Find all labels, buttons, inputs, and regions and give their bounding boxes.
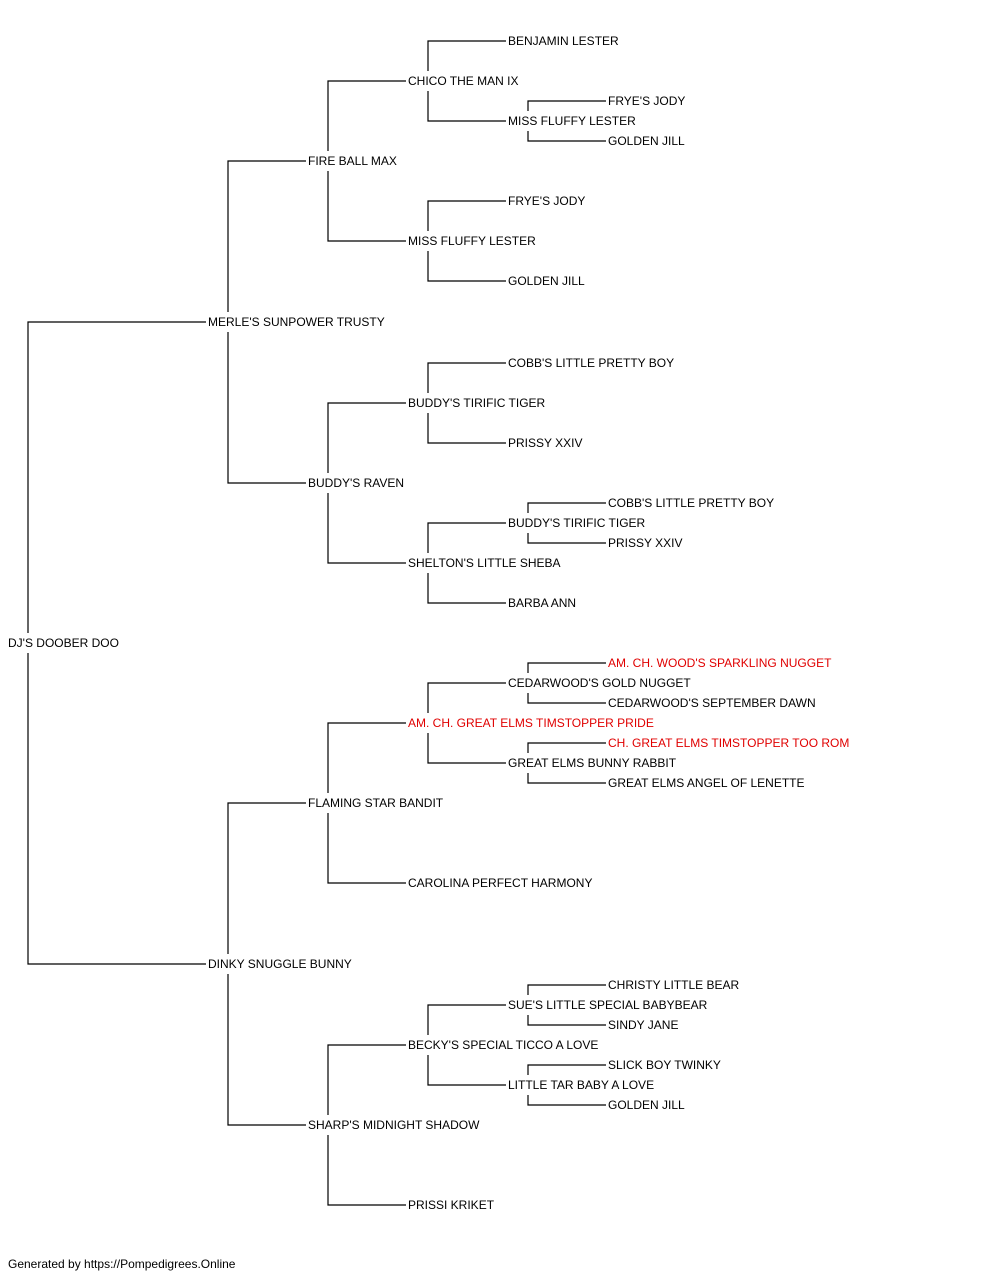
connector-dam- xyxy=(27,653,206,965)
connector-dam-sire xyxy=(227,332,306,484)
pedigree-name-sire-sire-sire-sire: BENJAMIN LESTER xyxy=(508,34,619,48)
connector-sire-dam-sire-sire xyxy=(427,682,506,713)
connector-sire-dam-sire-sire-sire xyxy=(527,662,606,673)
connector-sire-sire xyxy=(227,160,306,312)
connector-dam-sire-sire-dam xyxy=(427,251,506,282)
pedigree-name-sire-dam-sire-sire: COBB'S LITTLE PRETTY BOY xyxy=(508,356,674,370)
connector-sire-sire-dam xyxy=(327,402,406,473)
pedigree-name-dam-dam-sire: BECKY'S SPECIAL TICCO A LOVE xyxy=(408,1038,598,1052)
connector-sire-dam-dam xyxy=(327,1044,406,1115)
connector-sire-dam-sire-sire-dam xyxy=(527,742,606,753)
pedigree-name-: DJ'S DOOBER DOO xyxy=(8,636,119,650)
pedigree-name-sire-dam-sire-dam: PRISSY XXIV xyxy=(508,436,582,450)
pedigree-name-sire-dam-dam-dam: BARBA ANN xyxy=(508,596,576,610)
pedigree-name-dam-sire-sire-sire-dam: CEDARWOOD'S SEPTEMBER DAWN xyxy=(608,696,816,710)
pedigree-name-sire: MERLE'S SUNPOWER TRUSTY xyxy=(208,315,385,329)
pedigree-name-sire-sire-sire-dam-sire: FRYE'S JODY xyxy=(608,94,685,108)
pedigree-name-dam: DINKY SNUGGLE BUNNY xyxy=(208,957,352,971)
connector-dam-dam-dam xyxy=(327,1135,406,1206)
pedigree-name-sire-sire: FIRE BALL MAX xyxy=(308,154,397,168)
pedigree-name-dam-sire-sire-sire-sire: AM. CH. WOOD'S SPARKLING NUGGET xyxy=(608,656,832,670)
footer-credit: Generated by https://Pompedigrees.Online xyxy=(8,1257,236,1271)
connector-sire- xyxy=(27,321,206,633)
pedigree-name-sire-dam-dam-sire: BUDDY'S TIRIFIC TIGER xyxy=(508,516,646,530)
pedigree-name-dam-dam-sire-sire-sire: CHRISTY LITTLE BEAR xyxy=(608,978,739,992)
connector-sire-sire-sire-sire-dam xyxy=(527,100,606,111)
connector-dam-dam-dam-sire xyxy=(427,1055,506,1086)
connector-sire-sire-dam-dam-sire xyxy=(527,502,606,513)
connector-dam-sire-sire-sire xyxy=(427,91,506,122)
pedigree-name-sire-dam-dam: SHELTON'S LITTLE SHEBA xyxy=(408,556,561,570)
pedigree-name-dam-dam-sire-dam-sire: SLICK BOY TWINKY xyxy=(608,1058,721,1072)
connector-dam-dam-sire-sire-sire xyxy=(527,693,606,704)
connector-dam-sire-dam-dam xyxy=(427,573,506,604)
connector-sire-dam-dam-sire-sire xyxy=(527,984,606,995)
connector-dam-sire-dam-sire xyxy=(427,413,506,444)
connector-sire-sire-sire xyxy=(327,80,406,151)
pedigree-name-sire-sire-sire-dam-dam: GOLDEN JILL xyxy=(608,134,685,148)
connector-dam-dam-sire-sire-dam xyxy=(527,773,606,784)
connector-dam-dam-dam-sire-dam xyxy=(527,1095,606,1106)
pedigree-name-sire-dam-dam-sire-sire: COBB'S LITTLE PRETTY BOY xyxy=(608,496,774,510)
pedigree-name-dam-sire: FLAMING STAR BANDIT xyxy=(308,796,444,810)
connector-sire-dam xyxy=(227,802,306,954)
connector-sire-sire-sire-sire xyxy=(427,40,506,71)
connector-dam-dam-sire-sire xyxy=(427,733,506,764)
pedigree-name-sire-sire-dam: MISS FLUFFY LESTER xyxy=(408,234,536,248)
pedigree-name-sire-sire-dam-sire: FRYE'S JODY xyxy=(508,194,585,208)
connector-sire-dam-dam-sire-dam xyxy=(527,1064,606,1075)
pedigree-name-dam-sire-sire-sire: CEDARWOOD'S GOLD NUGGET xyxy=(508,676,691,690)
pedigree-name-dam-dam-sire-dam: LITTLE TAR BABY A LOVE xyxy=(508,1078,654,1092)
pedigree-name-dam-dam: SHARP'S MIDNIGHT SHADOW xyxy=(308,1118,480,1132)
pedigree-name-sire-dam-dam-sire-dam: PRISSY XXIV xyxy=(608,536,682,550)
connector-dam-sire-dam-dam-sire xyxy=(527,533,606,544)
connector-dam-sire-sire-sire-dam xyxy=(527,131,606,142)
pedigree-name-sire-sire-dam-dam: GOLDEN JILL xyxy=(508,274,585,288)
pedigree-name-dam-sire-dam: CAROLINA PERFECT HARMONY xyxy=(408,876,592,890)
connector-dam-dam-sire xyxy=(327,813,406,884)
pedigree-name-dam-sire-sire: AM. CH. GREAT ELMS TIMSTOPPER PRIDE xyxy=(408,716,654,730)
connector-dam-sire-sire xyxy=(327,171,406,242)
pedigree-name-dam-dam-sire-sire: SUE'S LITTLE SPECIAL BABYBEAR xyxy=(508,998,708,1012)
pedigree-name-sire-dam-sire: BUDDY'S TIRIFIC TIGER xyxy=(408,396,546,410)
pedigree-name-sire-sire-sire: CHICO THE MAN IX xyxy=(408,74,518,88)
pedigree-name-dam-dam-sire-sire-dam: SINDY JANE xyxy=(608,1018,678,1032)
pedigree-name-sire-dam: BUDDY'S RAVEN xyxy=(308,476,404,490)
connector-sire-dam-dam-sire xyxy=(427,1004,506,1035)
connector-sire-sire-dam-sire xyxy=(427,362,506,393)
connector-sire-sire-dam-dam xyxy=(427,522,506,553)
connector-dam-dam xyxy=(227,974,306,1126)
pedigree-name-sire-sire-sire-dam: MISS FLUFFY LESTER xyxy=(508,114,636,128)
pedigree-name-dam-sire-sire-dam-dam: GREAT ELMS ANGEL OF LENETTE xyxy=(608,776,805,790)
connector-sire-sire-sire-dam xyxy=(427,200,506,231)
pedigree-name-dam-sire-sire-dam-sire: CH. GREAT ELMS TIMSTOPPER TOO ROM xyxy=(608,736,849,750)
connector-dam-sire-dam xyxy=(327,493,406,564)
pedigree-name-dam-sire-sire-dam: GREAT ELMS BUNNY RABBIT xyxy=(508,756,677,770)
pedigree-name-dam-dam-sire-dam-dam: GOLDEN JILL xyxy=(608,1098,685,1112)
connector-dam-dam-dam-sire-sire xyxy=(527,1015,606,1026)
pedigree-name-dam-dam-dam: PRISSI KRIKET xyxy=(408,1198,495,1212)
connector-sire-dam-sire xyxy=(327,722,406,793)
